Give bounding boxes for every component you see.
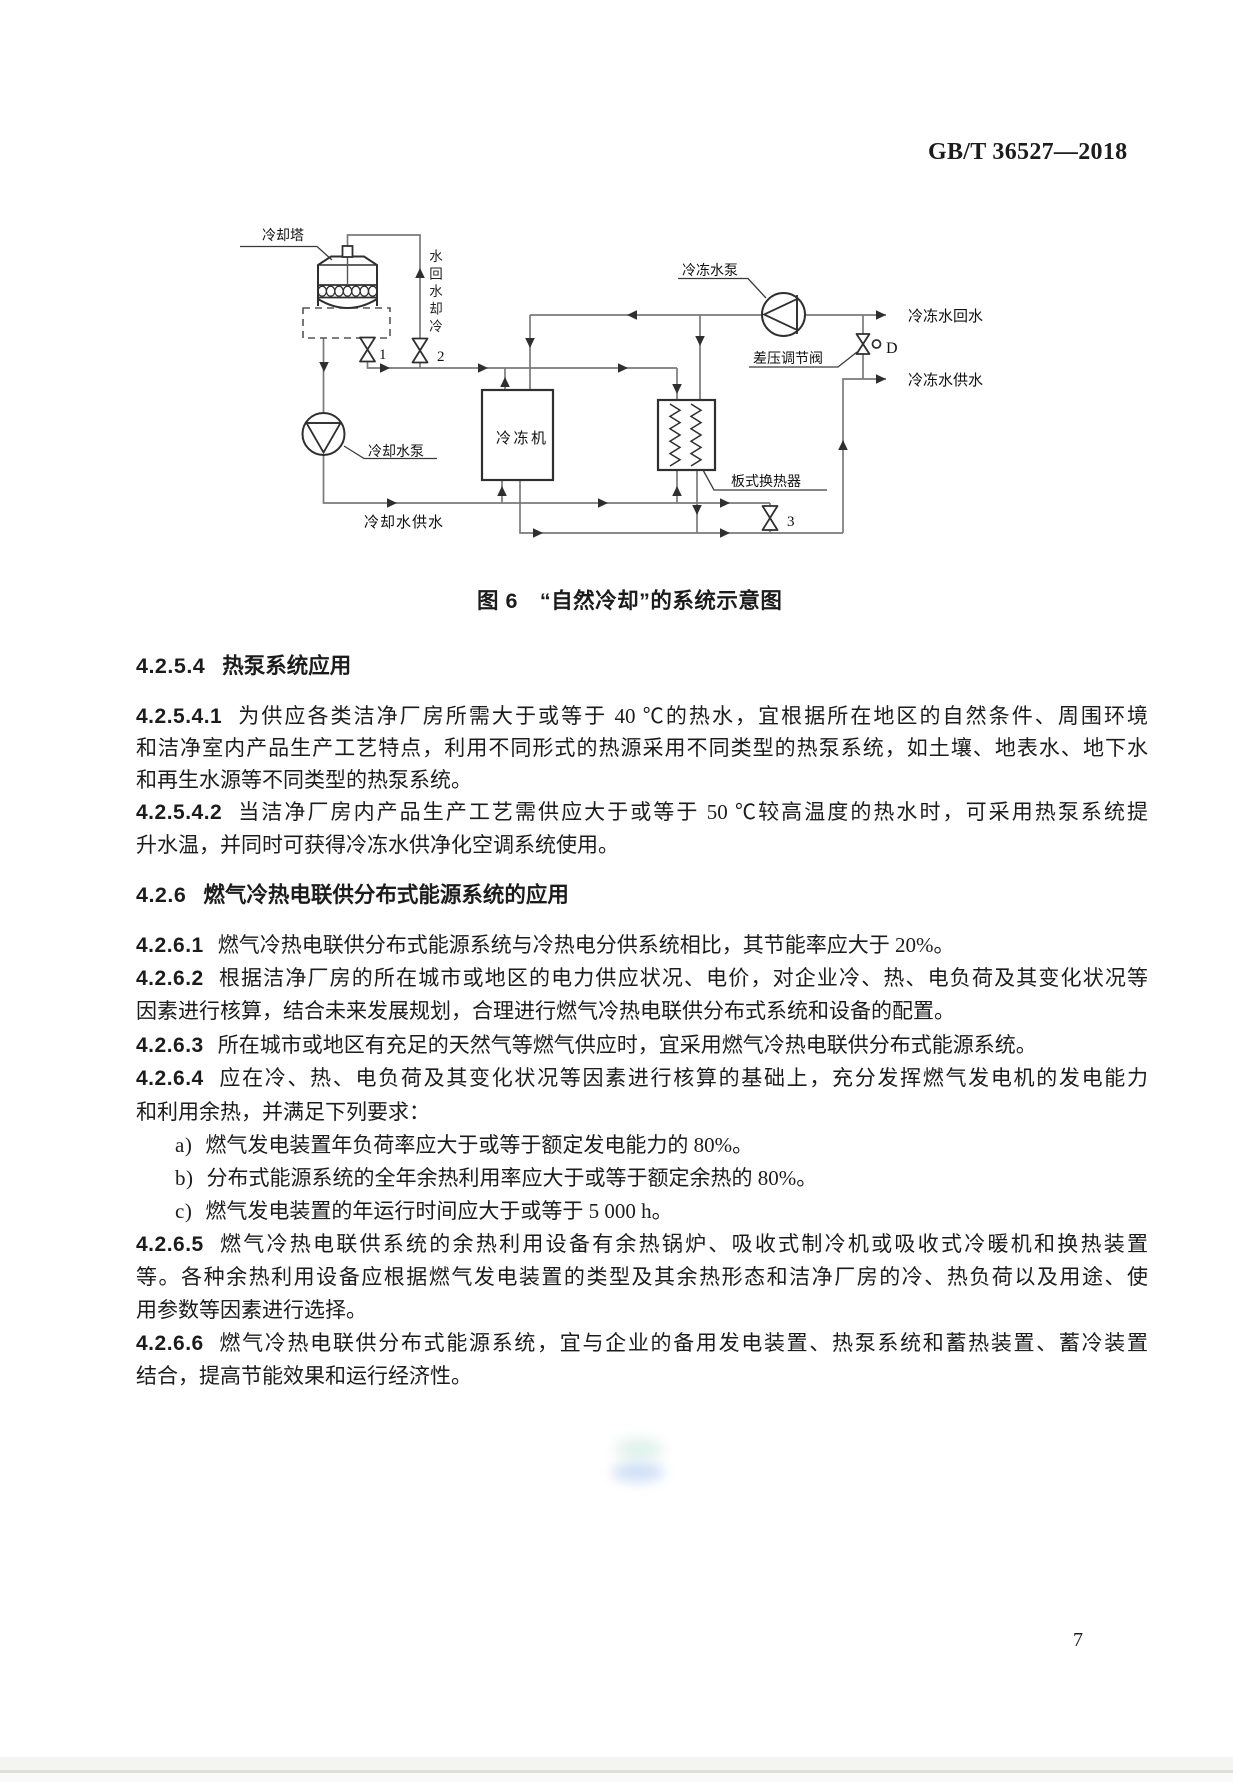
chilled-water-supply-label: 冷冻水供水 (908, 371, 983, 389)
standard-code: GB/T 36527—2018 (928, 139, 1128, 165)
text-line: 和洁净室内产品生产工艺特点，利用不同形式的热源采用不同类型的热泵系统，如土壤、地… (136, 736, 1148, 760)
list-item: c)燃气发电装置的年运行时间应大于或等于 5 000 h。 (175, 1199, 673, 1223)
diff-pressure-valve-label: 差压调节阀 (753, 351, 823, 367)
chilled-water-pump-label: 冷冻水泵 (682, 262, 738, 279)
scan-watermark-smudge (615, 1438, 663, 1460)
pipes (322, 234, 886, 534)
text-line: 等。各种余热利用设备应根据燃气发电装置的类型及其余热形态和洁净厂房的冷、热负荷以… (136, 1265, 1148, 1289)
valve-1-label: 1 (379, 347, 387, 363)
list-item: a)燃气发电装置年负荷率应大于或等于额定发电能力的 80%。 (175, 1133, 754, 1157)
list-item: b)分布式能源系统的全年余热利用率应大于或等于额定余热的 80%。 (175, 1166, 818, 1190)
chiller-label: 冷冻机 (496, 429, 549, 447)
tower-basin (302, 307, 391, 339)
text-line: 升水温，并同时可获得冷冻水供净化空调系统使用。 (136, 833, 619, 857)
plate-heat-exchanger-label: 板式换热器 (731, 473, 801, 490)
chilled-water-pump-icon (761, 292, 806, 337)
chilled-water-return-label: 冷冻水回水 (908, 307, 983, 325)
plate-heat-exchanger-symbol (656, 398, 717, 472)
cooling-tower-symbol (302, 245, 391, 339)
valve-d-label: D (886, 340, 898, 357)
cooling-water-pump-icon (301, 412, 346, 456)
cooling-water-pump-label: 冷却水泵 (368, 444, 424, 460)
valve-3-icon (761, 505, 779, 531)
scan-watermark-smudge (612, 1462, 664, 1482)
cooling-water-return-vertical-label: 水回水却冷 (427, 249, 442, 337)
page-number: 7 (1073, 1629, 1083, 1651)
leader-lines (240, 245, 858, 491)
scan-edge-artifact (0, 1773, 1233, 1782)
text-line: 结合，提高节能效果和运行经济性。 (136, 1364, 472, 1388)
flow-arrows (319, 268, 886, 538)
valve-2-label: 2 (437, 349, 445, 365)
cooling-water-supply-label: 冷却水供水 (364, 514, 444, 531)
text-line: 因素进行核算，结合未来发展规划，合理进行燃气冷热电联供分布式系统和设备的配置。 (136, 999, 955, 1023)
valve-d-icon (855, 333, 871, 355)
scan-edge-artifact (0, 1757, 1233, 1770)
valve-2-icon (411, 337, 429, 364)
text-line: 和利用余热，并满足下列要求： (136, 1100, 430, 1124)
text-line: 和再生水源等不同类型的热泵系统。 (136, 768, 472, 792)
scan-edge-artifact (0, 1770, 1233, 1773)
figure-caption: 图 6 “自然冷却”的系统示意图 (477, 589, 783, 613)
text-line: 用参数等因素进行选择。 (136, 1298, 367, 1322)
valve-1-icon (359, 336, 376, 363)
valve-3-label: 3 (787, 514, 795, 530)
chiller-symbol (480, 388, 555, 482)
cooling-tower-label: 冷却塔 (262, 228, 304, 244)
valve-d-actuator-icon (871, 339, 882, 349)
